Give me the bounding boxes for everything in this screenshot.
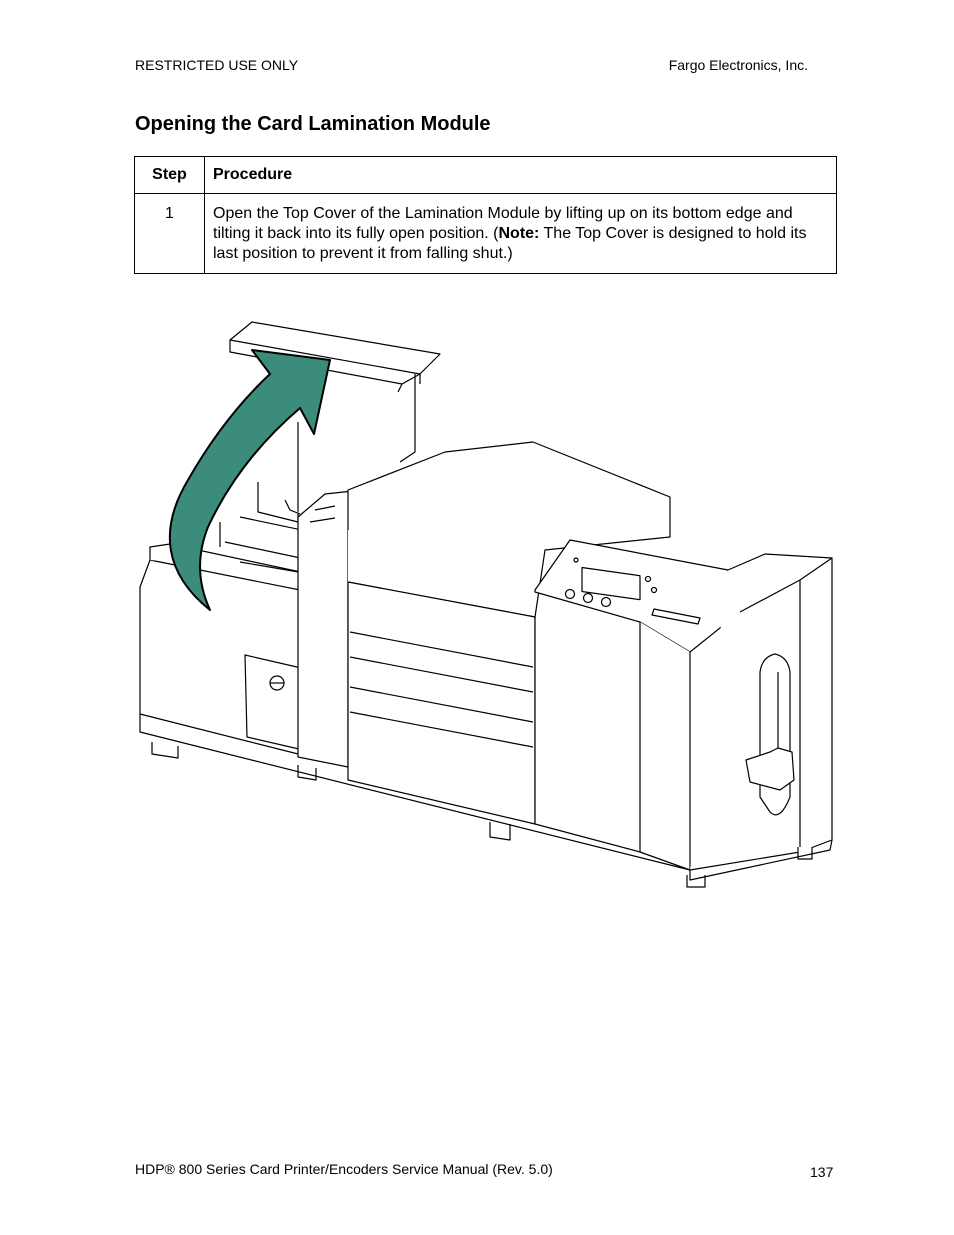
procedure-text-end: The Top Cover is designed to hold its la…	[213, 225, 807, 262]
lamination-module	[139, 516, 431, 781]
column-header-step: Step	[134, 156, 205, 194]
table-header-row: Step Procedure	[134, 156, 837, 194]
footer-manual-title: HDP® 800 Series Card Printer/Encoders Se…	[135, 1161, 553, 1177]
printer-base	[139, 714, 833, 881]
table-row: 1 Open the Top Cover of the Lamination M…	[134, 193, 837, 274]
output-hopper	[686, 553, 833, 888]
procedure-text-start: Open the Top Cover of the Lamination Mod…	[213, 205, 793, 242]
page-number: 137	[810, 1164, 834, 1180]
procedure-table: Step Procedure 1 Open the Top Cover of t…	[134, 156, 837, 274]
printer-body	[284, 441, 671, 825]
note-label: Note:	[498, 225, 540, 242]
header-restricted-label: RESTRICTED USE ONLY	[135, 57, 299, 73]
section-title: Opening the Card Lamination Module	[135, 113, 491, 135]
control-panel	[534, 539, 741, 871]
column-header-procedure: Procedure	[204, 156, 837, 194]
printer-illustration	[139, 321, 833, 888]
top-cover	[229, 321, 441, 523]
header-company-name: Fargo Electronics, Inc.	[668, 57, 808, 73]
step-number: 1	[134, 193, 205, 274]
lift-arrow-icon	[168, 349, 331, 611]
procedure-text: Open the Top Cover of the Lamination Mod…	[204, 193, 837, 274]
